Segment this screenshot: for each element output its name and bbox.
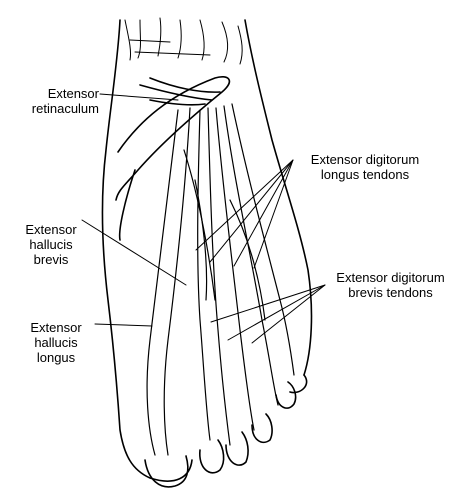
ankle-hatching (124, 17, 243, 65)
toes (144, 381, 297, 488)
second-toe (199, 439, 225, 474)
label-line: Extensor (25, 222, 77, 237)
label-extensor-retinaculum: Extensor retinaculum (15, 86, 99, 116)
label-extensor-digitorum-brevis-tendons: Extensor digitorum brevis tendons (328, 270, 453, 300)
label-line: brevis (33, 252, 69, 267)
label-extensor-hallucis-longus: Extensor hallucis longus (20, 320, 92, 365)
label-line: brevis tendons (348, 285, 433, 300)
label-line: longus (36, 350, 76, 365)
leader-extensor-hallucis-brevis (81, 219, 187, 286)
leader-edl-1 (195, 159, 294, 251)
tendon-bundle (146, 103, 295, 456)
big-toe (144, 455, 189, 488)
label-extensor-digitorum-longus-tendons: Extensor digitorum longus tendons (295, 152, 435, 182)
label-line: retinaculum (31, 101, 99, 116)
label-line: longus tendons (320, 167, 410, 182)
leader-edl-4 (253, 159, 294, 269)
label-line: hallucis (29, 237, 73, 252)
third-toe (225, 431, 249, 466)
leader-lines (81, 93, 326, 344)
label-extensor-hallucis-brevis: Extensor hallucis brevis (15, 222, 87, 267)
foot-outline (101, 19, 313, 482)
fourth-toe (251, 413, 273, 444)
label-line: Extensor digitorum (310, 152, 420, 167)
fifth-toe (275, 381, 297, 409)
leader-edl-2 (209, 159, 294, 263)
leader-edb-1 (210, 284, 326, 323)
label-line: Extensor (30, 320, 82, 335)
extensor-retinaculum (115, 76, 231, 241)
label-line: hallucis (34, 335, 78, 350)
label-line: Extensor (47, 86, 99, 101)
leader-edb-2 (227, 284, 326, 341)
leader-extensor-hallucis-longus (94, 323, 153, 327)
leader-edl-3 (233, 159, 294, 267)
leader-edb-3 (251, 284, 326, 344)
leader-extensor-retinaculum (99, 93, 179, 101)
label-line: Extensor digitorum (336, 270, 445, 285)
